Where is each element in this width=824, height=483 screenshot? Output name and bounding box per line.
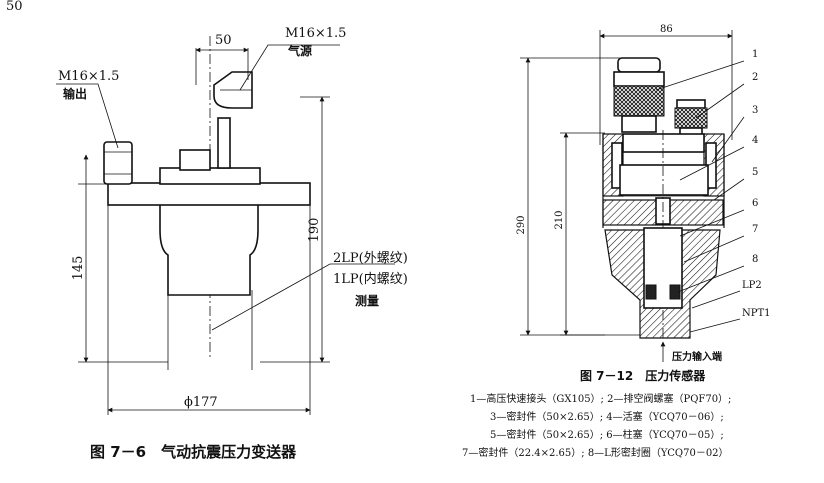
legend-line-3: 5—密封件（50×2.65）; 6—柱塞（YCQ70－05）; [490,428,724,441]
caption-fig-7-12: 图 7－12 压力传感器 [580,368,706,383]
measuring-probe [167,290,253,370]
callout-1: 1 [752,49,758,60]
callout-7: 7 [752,224,758,235]
caption-fig-7-6: 图 7－6 气动抗震压力变送器 [90,443,297,461]
callout-2: 2 [752,72,758,83]
pressure-input-label: 压力输入端 [672,350,722,363]
legend-line-2: 3—密封件（50×2.65）; 4—活塞（YCQ70－06）; [490,410,724,423]
dim-dia-177: ϕ177 [184,395,218,410]
dim-210: 210 [554,210,565,229]
legend-line-1: 1—高压快速接头（GX105）; 2—排空阀螺塞（PQF70）; [470,392,731,405]
callout-npt1: NPT1 [742,308,771,319]
top-fragment-text: 50 [6,0,23,14]
output-leader [56,83,119,149]
thread-outer-label: 2LP(外螺纹) [333,251,408,266]
sensor-cylinder [602,130,725,340]
thread-inner-label: 1LP(内螺纹) [333,271,408,287]
dim-190: 190 [307,218,322,243]
thread-leader [211,263,395,331]
dim-50: 50 [215,33,232,48]
quick-connector [613,57,665,133]
callout-8: 8 [752,254,758,265]
transmitter-body [103,71,311,296]
dim-86: 86 [660,24,673,35]
callout-6: 6 [752,198,758,209]
measure-label: 测量 [355,293,379,308]
output-thread-label: M16×1.5 [58,69,119,84]
callout-5: 5 [752,167,758,178]
callout-lp2: LP2 [742,280,762,291]
air-source-label: 气源 [287,43,312,58]
figure-7-12: 86 290 210 [462,24,771,459]
dim-290: 290 [516,215,527,234]
figure-7-6: 50 50 M16×1.5 气源 M1 [6,0,408,461]
callouts: 1 2 3 4 5 6 7 8 LP2 NPT1 [655,49,771,333]
callout-4: 4 [752,135,758,146]
dim-145: 145 [71,256,86,281]
air-thread-label: M16×1.5 [285,26,346,41]
callout-3: 3 [752,105,758,116]
air-leader [239,44,340,91]
legend-line-4: 7—密封件（22.4×2.65）; 8—L形密封圈（YCQ70－02） [462,446,729,459]
output-label: 输出 [63,86,87,101]
